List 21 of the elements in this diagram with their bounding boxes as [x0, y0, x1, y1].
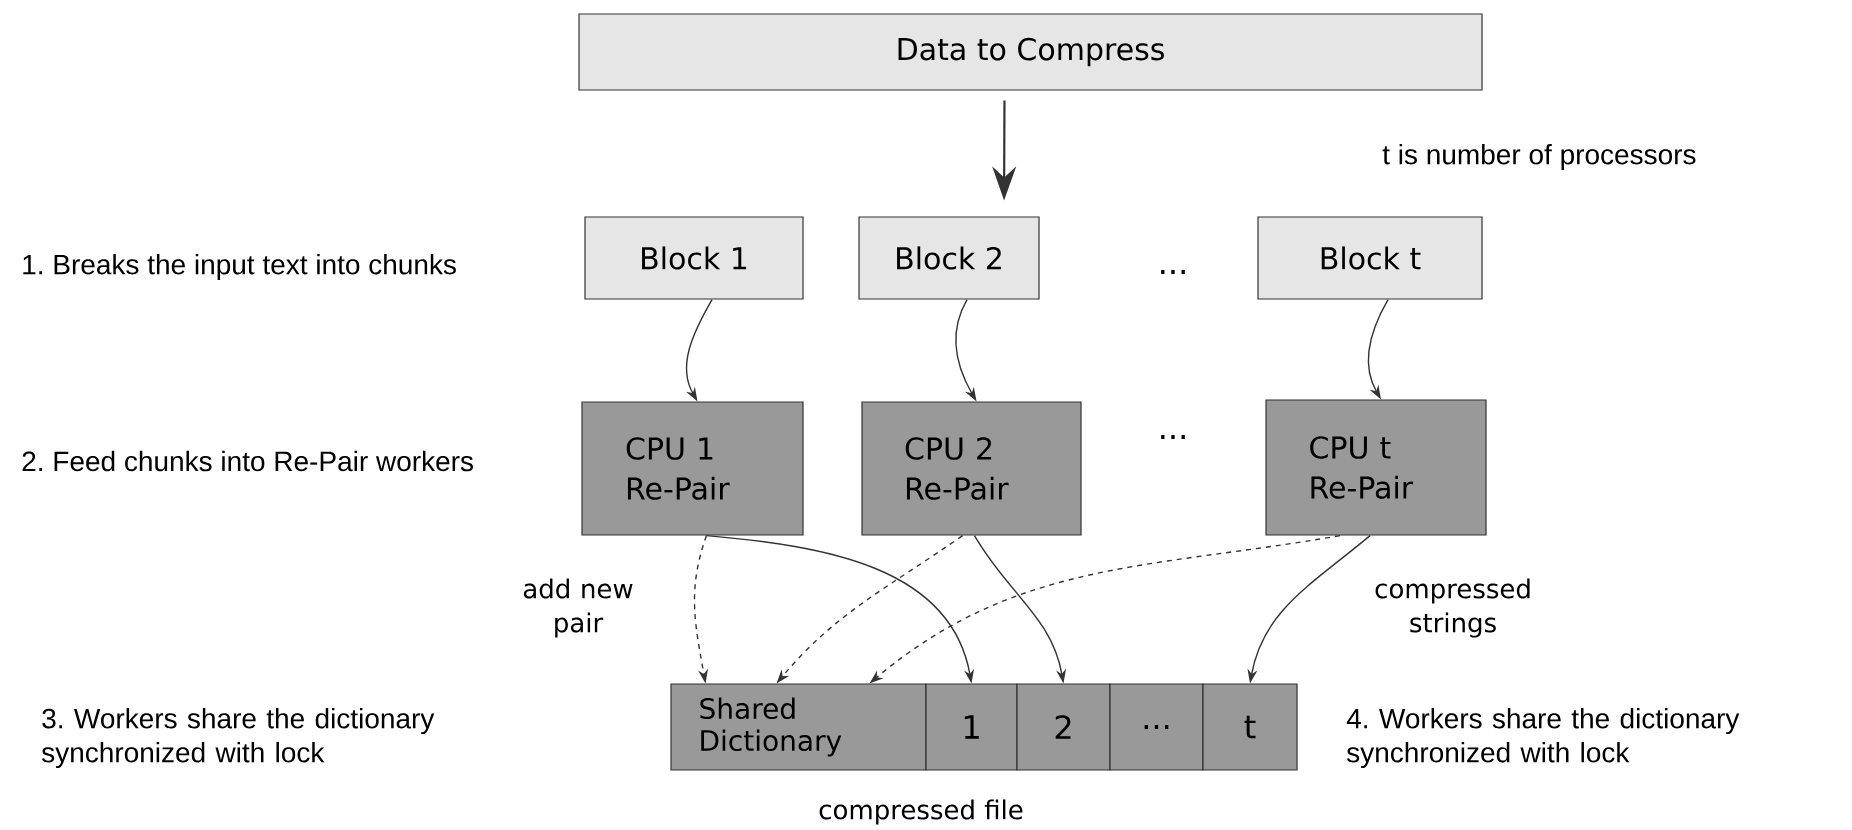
worker-box: CPU 2 Re-Pair — [861, 401, 1082, 536]
block-box: Block t — [1257, 216, 1483, 300]
step-text: 2. Feed chunks into Re-Pair workers — [22, 450, 473, 472]
input-box: Data to Compress — [578, 13, 1483, 91]
note-text: t is number of processors — [1382, 143, 1696, 171]
step-text: 4. Workers share the dictionary synchronized with lock — [1346, 707, 1740, 769]
worker-box: CPU 1 Re-Pair — [581, 401, 804, 536]
ellipsis: ... — [1161, 270, 1185, 274]
block-box: Block 2 — [858, 216, 1040, 300]
worker-box: CPU t Re-Pair — [1265, 399, 1487, 536]
output-cell: 1 — [925, 683, 1018, 771]
ellipsis: ... — [1161, 435, 1185, 439]
caption-text: compressed file — [819, 799, 1023, 825]
annotation-text: add new pair — [523, 578, 633, 638]
output-cell: 2 — [1016, 683, 1111, 771]
step-text: 1. Breaks the input text into chunks — [23, 253, 456, 281]
output-cell: t — [1202, 683, 1298, 771]
annotation-text: compressed strings — [1375, 578, 1530, 638]
block-box: Block 1 — [584, 216, 804, 300]
output-cell: ... — [1109, 683, 1204, 771]
step-text: 3. Workers share the dictionary synchronized with lock — [42, 707, 435, 769]
